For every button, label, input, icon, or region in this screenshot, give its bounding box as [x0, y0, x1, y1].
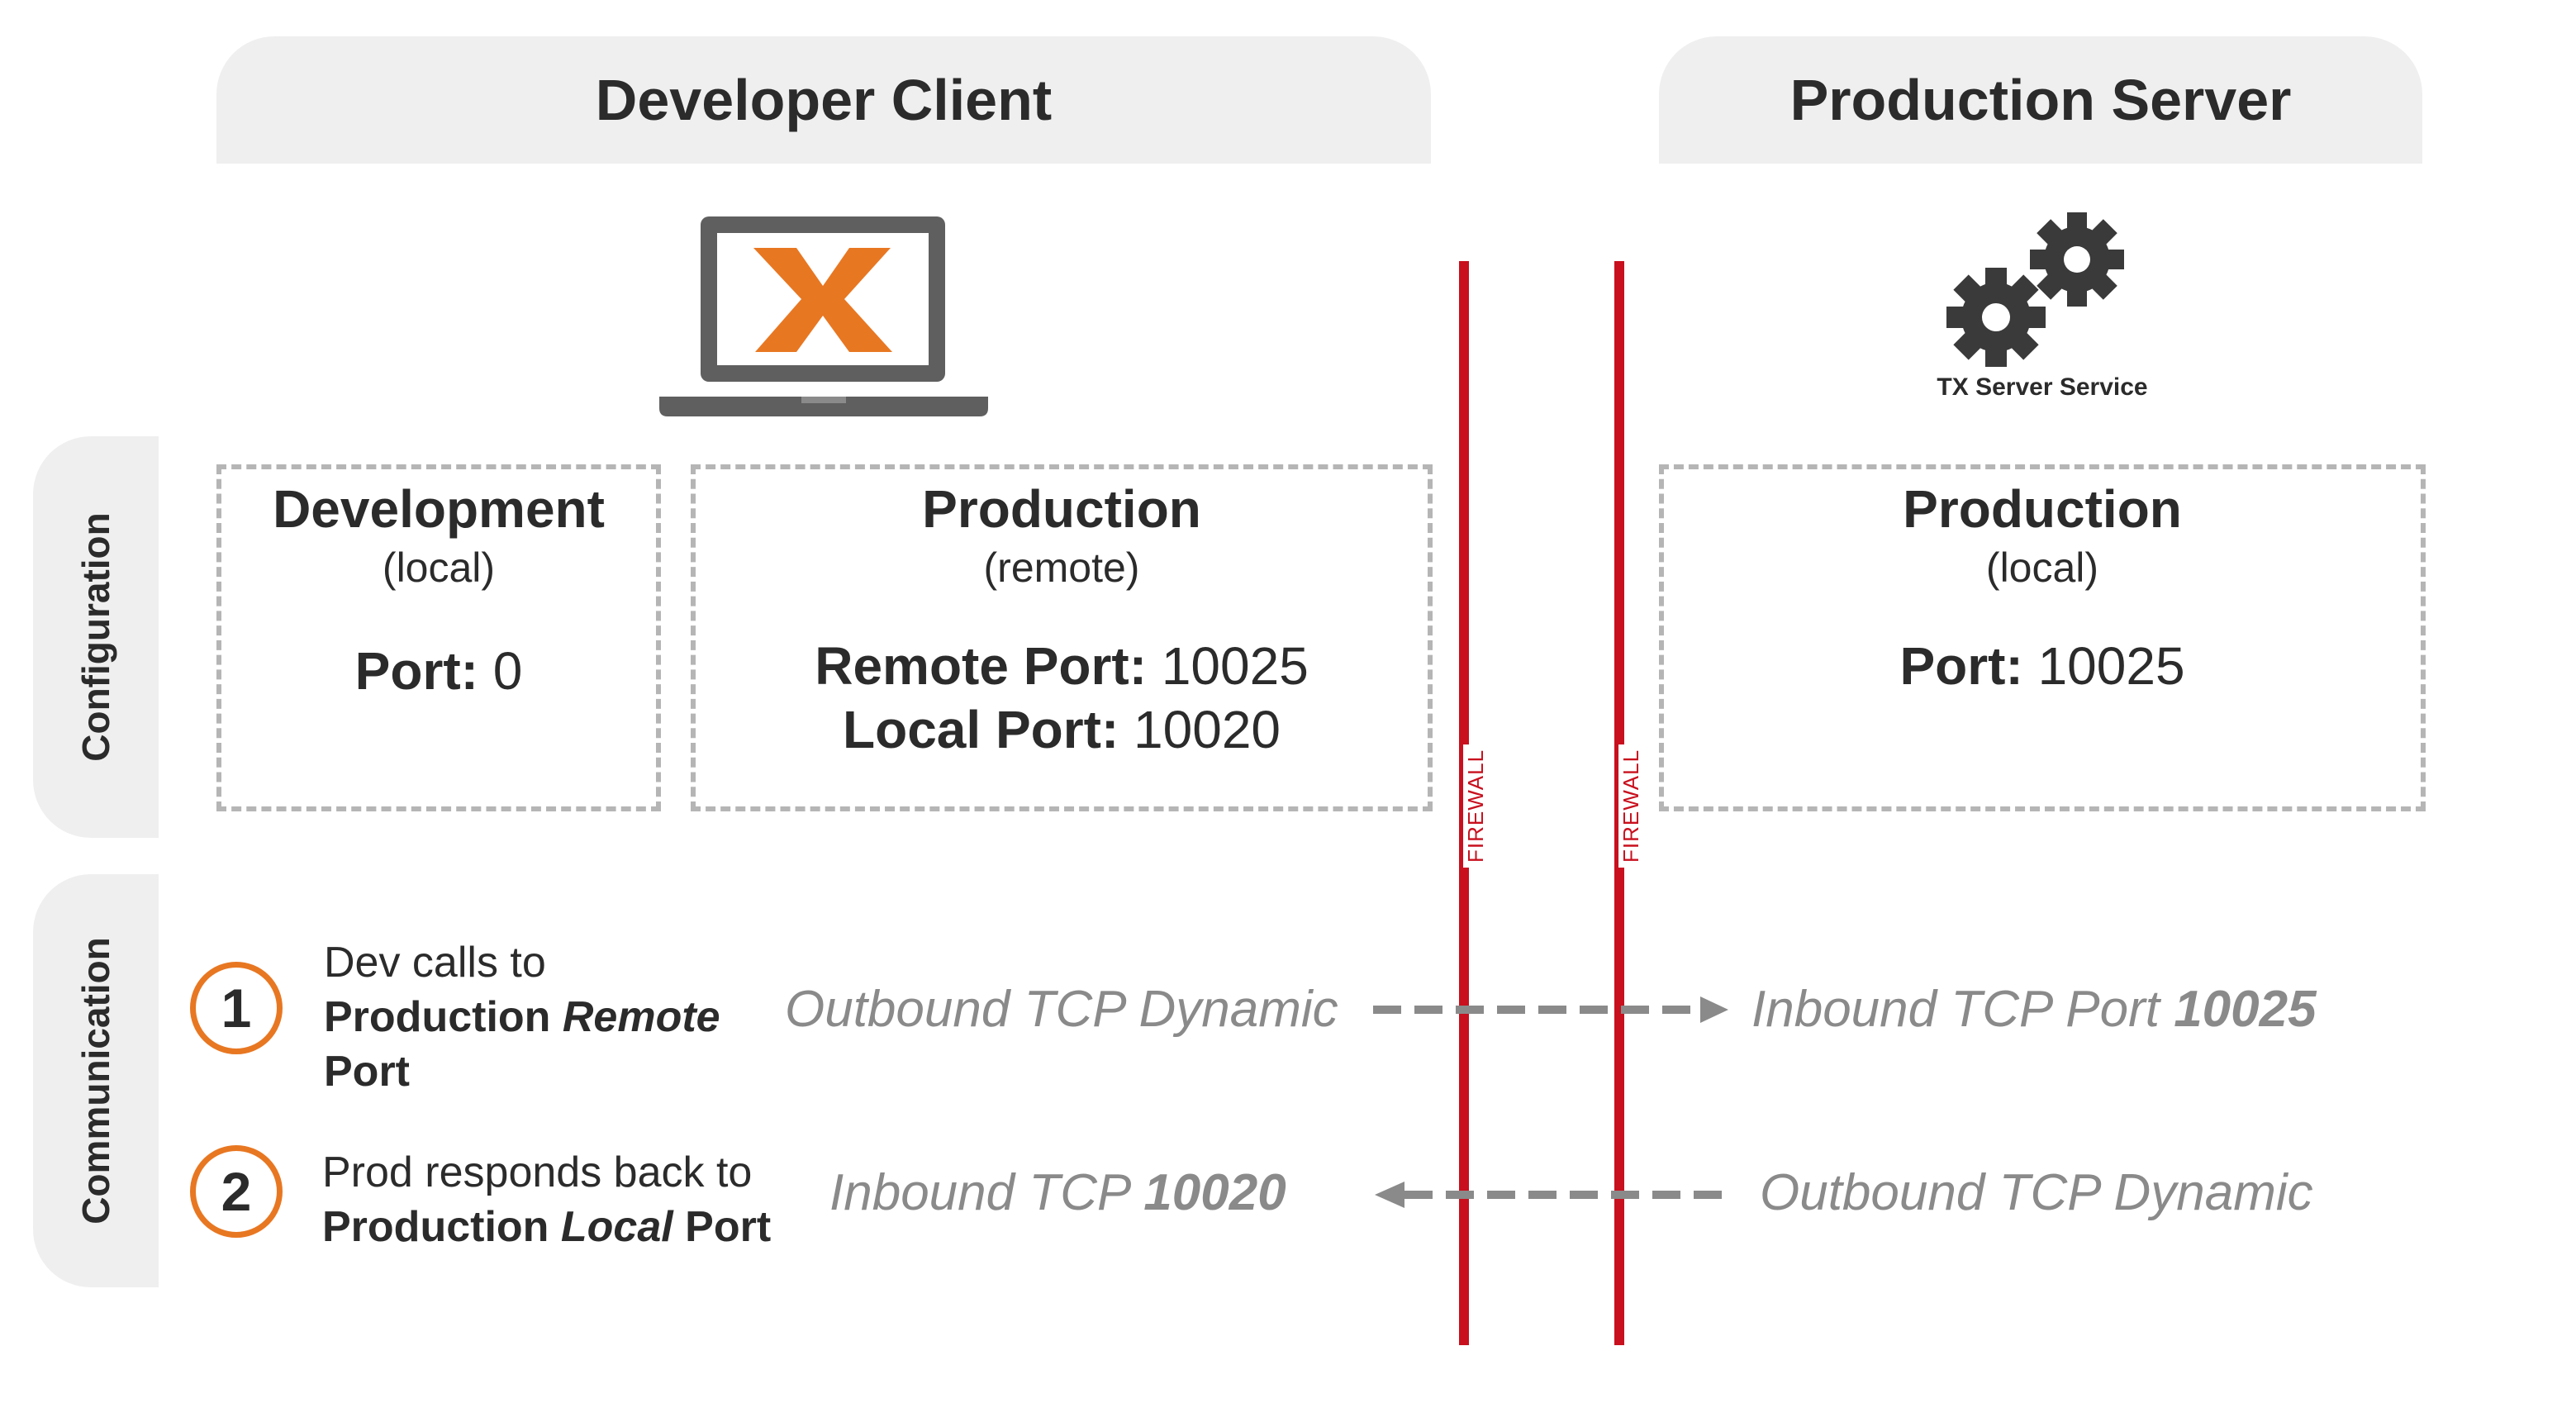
arrow-outbound-request — [1373, 996, 1728, 1023]
step-2-badge: 2 — [190, 1145, 283, 1238]
production-port-line: Port: 10025 — [1664, 635, 2421, 698]
remote-port-label: Remote Port: — [815, 636, 1148, 696]
production-local-box: Production (local) Port: 10025 — [1659, 464, 2426, 811]
development-local-box: Development (local) Port: 0 — [216, 464, 661, 811]
remote-port-line: Remote Port: 10025 — [696, 635, 1428, 698]
developer-client-title: Developer Client — [595, 68, 1053, 132]
development-title: Development — [273, 479, 605, 539]
local-port-value: 10020 — [1134, 699, 1281, 759]
production-remote-sub: (remote) — [983, 545, 1140, 591]
development-port-value: 0 — [492, 641, 523, 701]
step-1-line2: Production Remote — [324, 990, 720, 1044]
step-2-right-flow: Outbound TCP Dynamic — [1760, 1164, 2313, 1221]
communication-row-tab: Communication — [33, 874, 159, 1287]
step-2-line2: Production Local Port — [322, 1200, 771, 1254]
step-1-badge: 1 — [190, 962, 283, 1054]
laptop-icon — [659, 216, 988, 416]
remote-port-value: 10025 — [1161, 636, 1309, 696]
firewall-label-left: FIREWALL — [1463, 744, 1490, 868]
step-2-line2-bold: Production — [322, 1203, 561, 1251]
arrow-inbound-response — [1375, 1182, 1728, 1208]
step-2-line2-end: Port — [673, 1203, 772, 1251]
configuration-row-tab: Configuration — [33, 436, 159, 838]
step-1-line2-bolditalic: Remote — [562, 993, 720, 1041]
production-local-sub: (local) — [1985, 545, 2099, 591]
firewall-label-right: FIREWALL — [1618, 744, 1645, 868]
tx-server-service-label: TX Server Service — [1937, 373, 2148, 401]
step-1-text: Dev calls to Production Remote Port — [324, 935, 720, 1099]
step-1-right-flow: Inbound TCP Port 10025 — [1751, 980, 2317, 1039]
production-server-header: Production Server — [1659, 36, 2422, 164]
production-server-title: Production Server — [1789, 68, 2292, 132]
production-remote-title: Production — [922, 479, 1201, 539]
step-1-right-flow-prefix: Inbound TCP Port — [1751, 981, 2174, 1038]
step-2-left-flow-value: 10020 — [1143, 1164, 1286, 1221]
step-1-left-flow: Outbound TCP Dynamic — [785, 981, 1338, 1038]
step-2-left-flow-prefix: Inbound TCP — [829, 1164, 1144, 1221]
step-1-line1: Dev calls to — [324, 939, 546, 987]
production-local-title: Production — [1903, 479, 2182, 539]
gears-icon — [1946, 212, 2124, 367]
development-port-line: Port: 0 — [221, 640, 656, 703]
local-port-line: Local Port: 10020 — [696, 698, 1428, 762]
step-2-left-flow: Inbound TCP 10020 — [829, 1163, 1286, 1222]
development-sub: (local) — [382, 545, 496, 591]
local-port-label: Local Port: — [843, 699, 1119, 759]
step-1-right-flow-value: 10025 — [2174, 981, 2317, 1038]
step-1-line2-bold: Production — [324, 993, 563, 1041]
production-port-value: 10025 — [2037, 636, 2185, 696]
developer-client-header: Developer Client — [216, 36, 1431, 164]
x-logo-icon — [753, 248, 892, 352]
step-2-number: 2 — [221, 1161, 252, 1222]
production-remote-box: Production (remote) Remote Port: 10025 L… — [691, 464, 1433, 811]
step-1-line3: Port — [324, 1048, 410, 1096]
step-2-line2-bolditalic: Local — [560, 1203, 673, 1251]
production-port-label: Port: — [1899, 636, 2023, 696]
step-2-text: Prod responds back to Production Local P… — [322, 1145, 771, 1254]
step-1-number: 1 — [221, 977, 252, 1039]
step-2-line1: Prod responds back to — [322, 1149, 753, 1196]
development-port-label: Port: — [354, 641, 478, 701]
